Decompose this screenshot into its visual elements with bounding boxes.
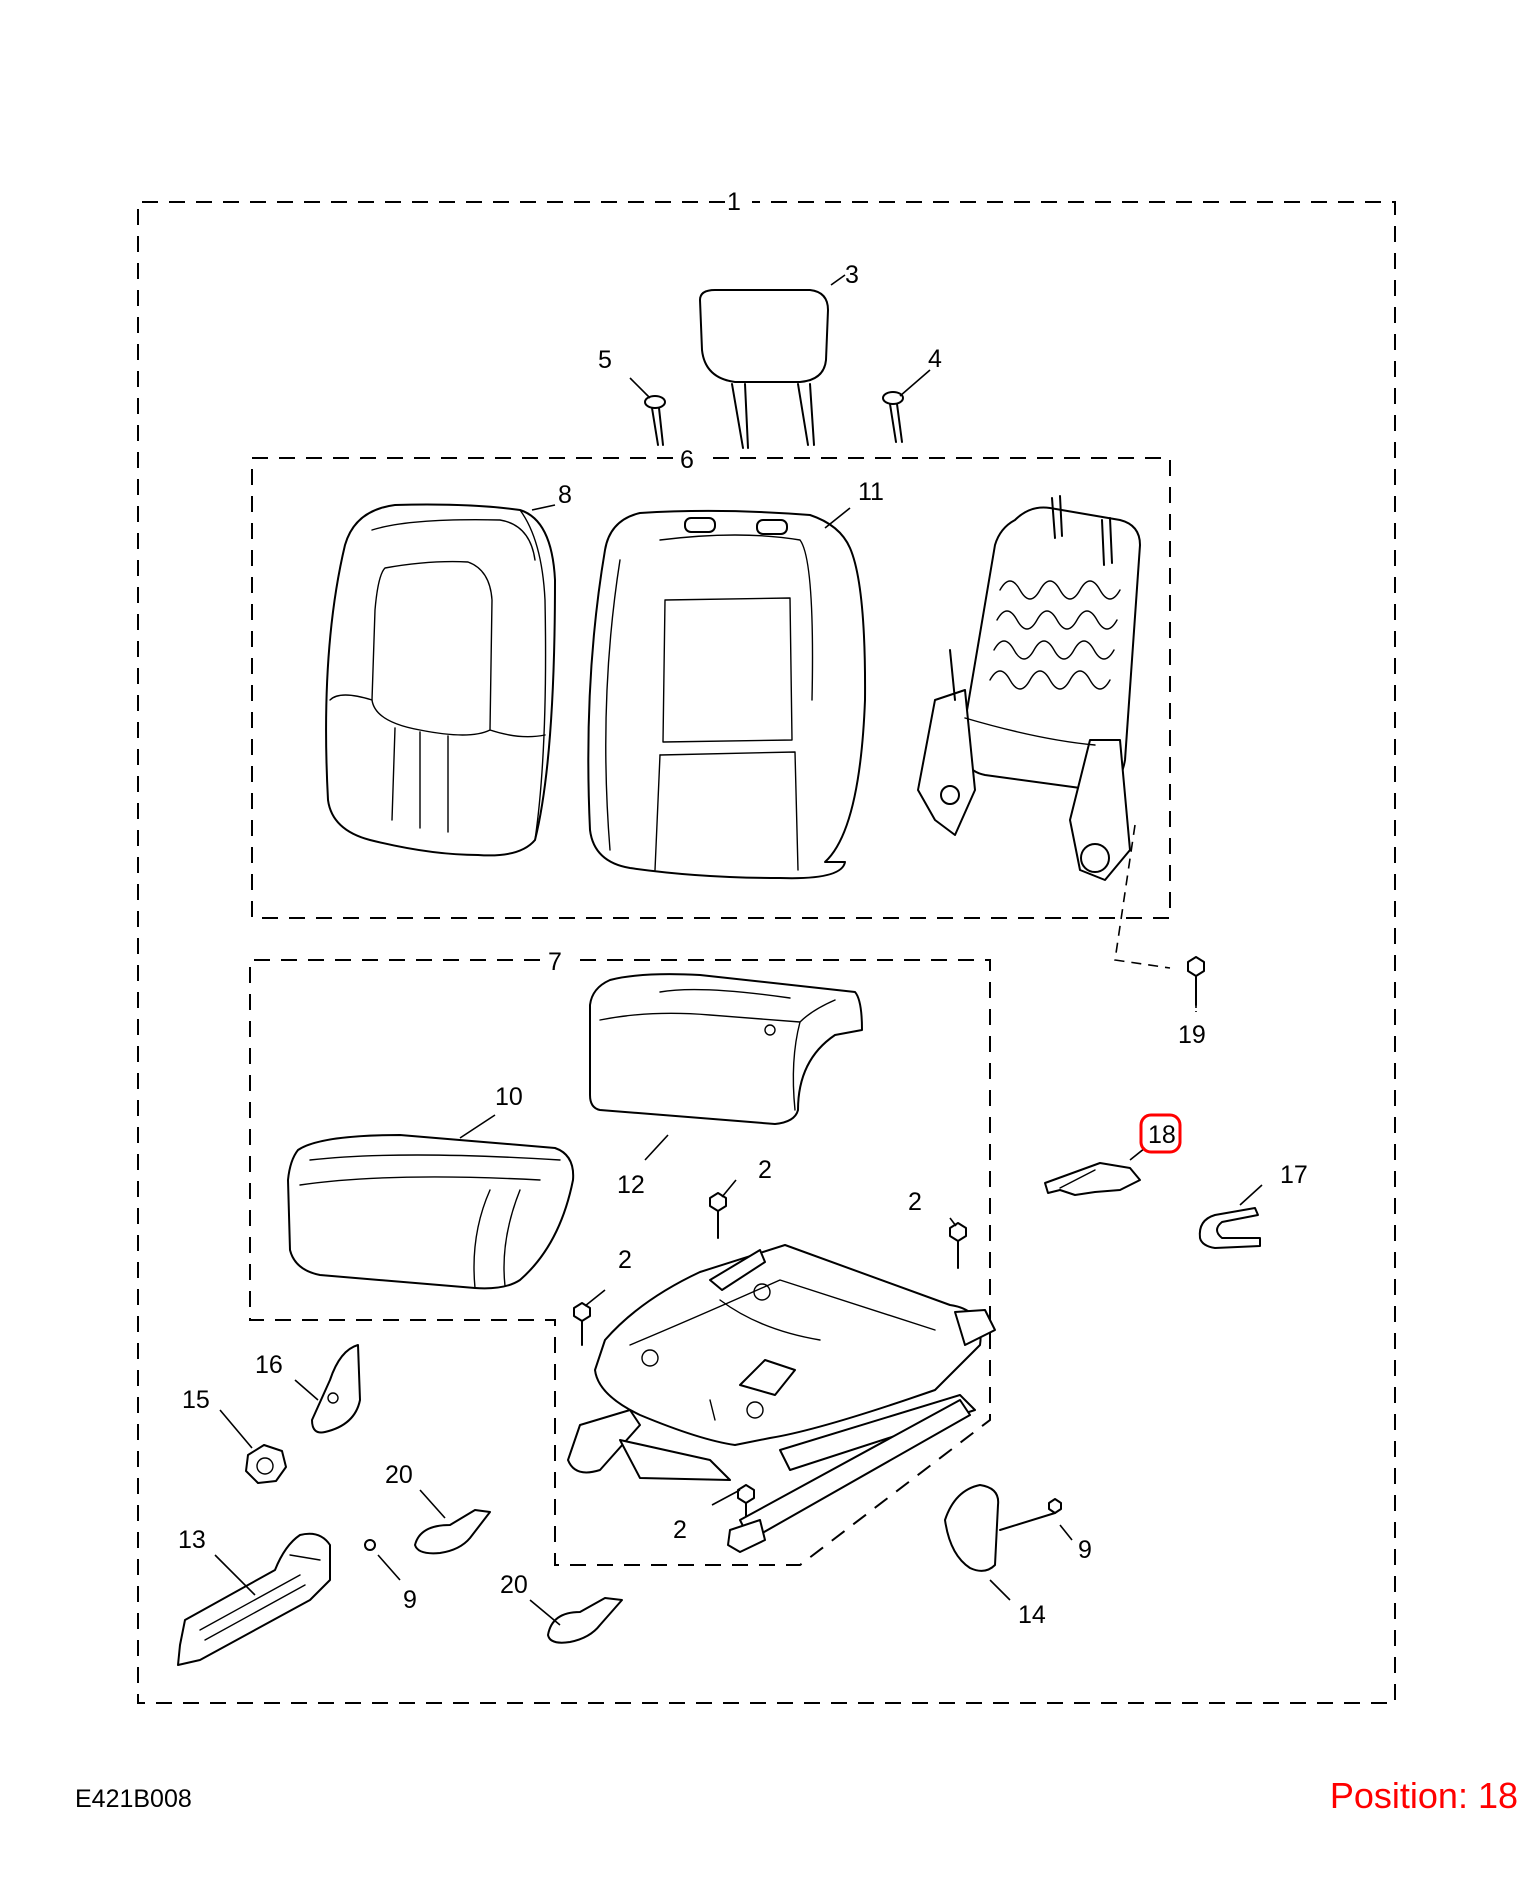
ref-10: 10 [495,1083,523,1111]
headrest-guide-part-5[interactable] [644,395,666,446]
cushion-foam-part-12[interactable] [589,973,863,1125]
ref-4: 4 [928,345,942,373]
backrest-cover-part-8[interactable] [325,503,556,857]
ref-1: 1 [727,188,741,216]
ref-14: 14 [1018,1601,1046,1629]
ref-2-b: 2 [908,1188,922,1216]
ref-8: 8 [558,481,572,509]
ref-15: 15 [182,1386,210,1414]
foot-cover-part-20-a[interactable] [414,1509,491,1555]
leader-lines [214,274,1263,1626]
backrest-foam-part-11[interactable] [587,509,867,880]
reference-numbers: 1 3 5 4 6 8 11 7 19 10 12 18 17 2 2 2 2 … [178,188,1308,1629]
ref-3: 3 [845,261,859,289]
assembly-boundary-1 [137,201,1396,1704]
headrest-part-3[interactable] [699,289,829,449]
cover-cap-part-14[interactable] [944,1484,1000,1572]
ref-18: 18 [1148,1121,1176,1149]
fixing-dash-line [1114,824,1171,969]
ref-9-a: 9 [403,1586,417,1614]
screw-part-9-a[interactable] [364,1539,376,1551]
highlight-marker [1139,1113,1182,1154]
ref-16: 16 [255,1351,283,1379]
cushion-group-boundary-7 [249,959,991,1566]
screw-part-2-a[interactable] [709,1192,727,1239]
screw-part-2-b[interactable] [949,1222,967,1269]
ref-20-a: 20 [385,1461,413,1489]
clip-part-17[interactable] [1198,1207,1261,1249]
ref-2-c: 2 [618,1246,632,1274]
backrest-frame[interactable] [917,495,1141,881]
ref-13: 13 [178,1526,206,1554]
headrest-guide-part-4[interactable] [882,391,904,443]
ref-6: 6 [680,446,694,474]
ref-19: 19 [1178,1021,1206,1049]
foot-cover-part-20-b[interactable] [547,1597,623,1644]
screw-part-9-b[interactable] [999,1498,1062,1531]
cushion-cover-part-10[interactable] [287,1134,575,1290]
ref-17: 17 [1280,1161,1308,1189]
backrest-group-boundary-6 [251,457,1171,919]
ref-11: 11 [858,478,884,506]
position-label: Position: 18 [1329,1775,1518,1816]
bracket-part-18[interactable] [1044,1162,1141,1196]
screw-part-2-c[interactable] [573,1302,591,1346]
knob-part-15[interactable] [245,1444,287,1484]
diagram-code: E421B008 [75,1785,192,1813]
side-trim-part-13[interactable] [177,1532,331,1666]
ref-2-a: 2 [758,1156,772,1184]
trim-part-16[interactable] [311,1344,361,1434]
ref-7: 7 [548,948,562,976]
ref-9-b: 9 [1078,1536,1092,1564]
ref-5: 5 [598,346,612,374]
bolt-part-19[interactable] [1187,956,1205,1006]
ref-12: 12 [617,1171,645,1199]
ref-20-b: 20 [500,1571,528,1599]
seat-frame[interactable] [567,1244,996,1553]
ref-2-d: 2 [673,1516,687,1544]
